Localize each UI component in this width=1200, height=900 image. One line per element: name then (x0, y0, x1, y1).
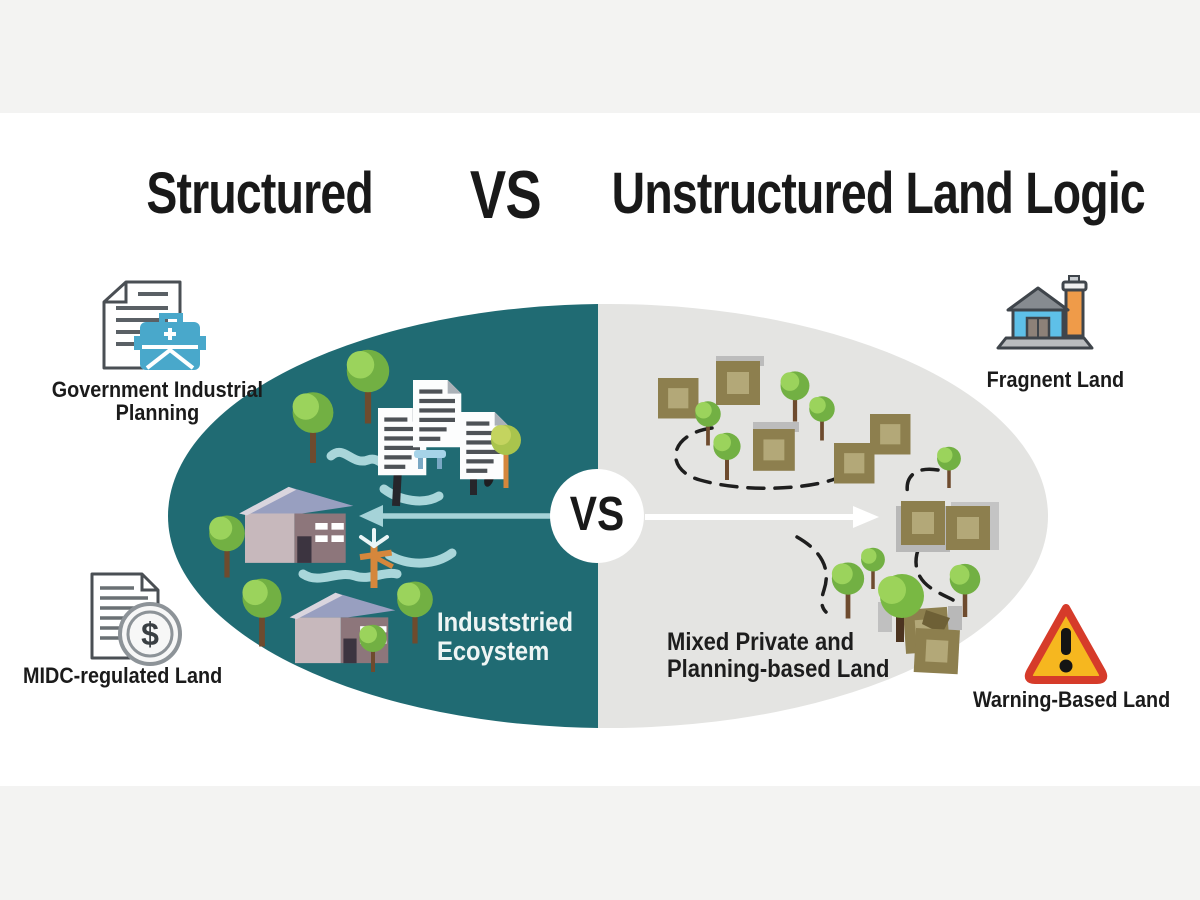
document-dollar-icon: $ (90, 572, 182, 666)
vs-badge: VS (569, 488, 625, 541)
title-vs: VS (448, 156, 563, 234)
mixed-private-label: Mixed Private and Planning-based Land (667, 628, 890, 683)
bottom-band (0, 786, 1200, 900)
warning-based-label: Warning-Based Land (973, 687, 1171, 712)
title-vs-text: VS (470, 157, 542, 233)
tree-icon (878, 574, 924, 642)
industried-ecoystem-label: Induststried Ecoystem (437, 607, 573, 666)
left-arrow-icon (359, 505, 568, 527)
title-unstructured: Unstructured Land Logic (545, 160, 1146, 227)
windmill-icon (359, 528, 394, 588)
tree-icon (491, 425, 521, 488)
dollar-coin-icon: $ (118, 602, 182, 666)
dollar-symbol: $ (141, 616, 159, 652)
vs-circle (550, 469, 644, 563)
title-unstructured-text: Unstructured Land Logic (611, 161, 1146, 226)
fragnent-land-label: Fragnent Land (986, 367, 1124, 392)
title-structured-text: Structured (146, 161, 374, 226)
top-band (0, 0, 1200, 113)
midc-regulated-label: MIDC-regulated Land (22, 663, 223, 688)
table-icon (414, 450, 446, 469)
title-structured: Structured (100, 160, 420, 227)
right-arrow-icon (645, 506, 879, 528)
document-briefcase-icon (102, 280, 206, 370)
factory-building-icon (996, 275, 1094, 350)
warning-triangle-icon (1024, 604, 1108, 684)
land-parcel-icon (658, 356, 999, 675)
documents-icon (378, 380, 509, 507)
government-planning-label: Government Industrial Planning (51, 377, 264, 425)
